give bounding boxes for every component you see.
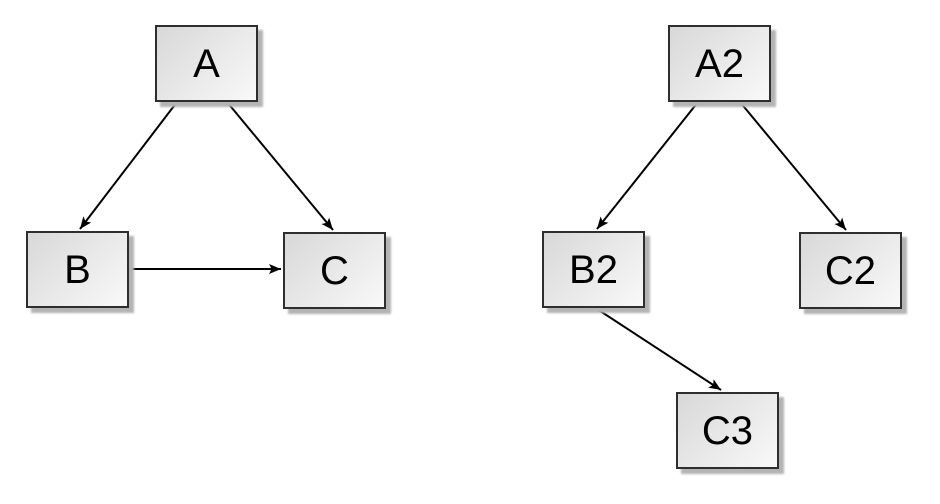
edge-A-B — [79, 101, 178, 230]
node-C2[interactable]: C2 — [799, 232, 902, 309]
node-A2-label: A2 — [695, 41, 744, 86]
edge-A2-B2 — [596, 101, 699, 230]
node-A2[interactable]: A2 — [668, 25, 771, 102]
node-C2-label: C2 — [824, 248, 877, 293]
edge-B2-C3 — [593, 306, 722, 391]
node-A[interactable]: A — [155, 25, 258, 102]
edge-A-C — [226, 101, 334, 231]
node-C3-label: C3 — [701, 408, 754, 453]
node-B2[interactable]: B2 — [542, 231, 645, 308]
node-B2-label: B2 — [569, 247, 618, 292]
node-A-label: A — [193, 41, 220, 86]
node-C[interactable]: C — [283, 232, 386, 309]
node-C-label: C — [320, 248, 349, 293]
node-B[interactable]: B — [26, 231, 129, 308]
node-B-label: B — [64, 247, 91, 292]
edge-A2-C2 — [739, 101, 847, 231]
node-C3[interactable]: C3 — [676, 392, 779, 469]
